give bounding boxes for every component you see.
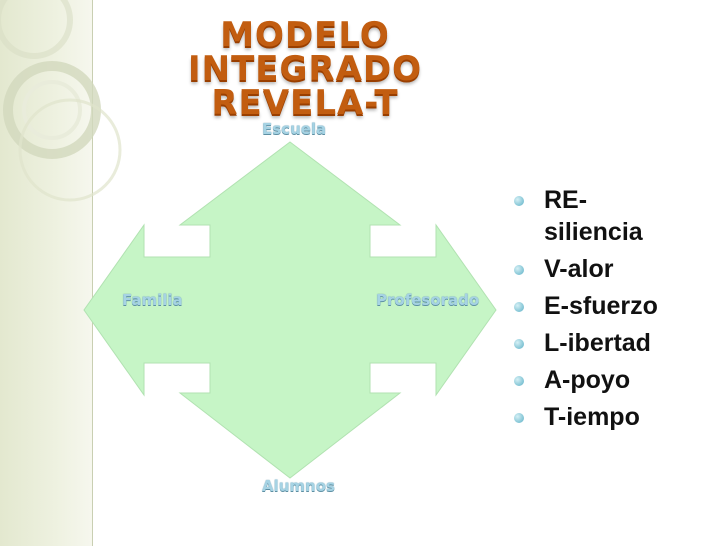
- bullet-text-continued: siliencia: [544, 218, 643, 246]
- bullet-dot-icon: [514, 413, 524, 423]
- bullet-item: T-iempo: [506, 401, 706, 433]
- bullet-text: L-ibertad: [544, 329, 651, 357]
- bullet-list: RE- siliencia V-alor E-sfuerzo L-ibertad…: [506, 184, 706, 438]
- bullet-dot-icon: [514, 265, 524, 275]
- slide-title: MODELO INTEGRADO REVELA-T: [100, 18, 510, 120]
- decorative-circles: [0, 0, 122, 202]
- bullet-text: T-iempo: [544, 403, 640, 431]
- bullet-text: A-poyo: [544, 366, 631, 394]
- label-profesorado: Profesorado: [376, 291, 480, 309]
- bullet-item: V-alor: [506, 253, 706, 285]
- bullet-text: V-alor: [544, 255, 614, 283]
- bullet-dot-icon: [514, 376, 524, 386]
- bullet-item: A-poyo: [506, 364, 706, 396]
- title-line-1: MODELO INTEGRADO: [187, 15, 423, 89]
- bullet-item: RE- siliencia: [506, 184, 706, 248]
- bullet-dot-icon: [514, 302, 524, 312]
- label-escuela: Escuela: [262, 120, 327, 138]
- label-familia: Familia: [122, 291, 183, 309]
- bullet-item: L-ibertad: [506, 327, 706, 359]
- band-divider: [92, 0, 93, 546]
- bullet-dot-icon: [514, 339, 524, 349]
- title-line-2: REVELA-T: [211, 83, 399, 123]
- bullet-text: RE-: [544, 186, 588, 214]
- bullet-dot-icon: [514, 196, 524, 206]
- label-alumnos: Alumnos: [262, 477, 335, 495]
- bullet-item: E-sfuerzo: [506, 290, 706, 322]
- four-way-arrow-shape: [83, 141, 497, 479]
- bullet-text: E-sfuerzo: [544, 292, 658, 320]
